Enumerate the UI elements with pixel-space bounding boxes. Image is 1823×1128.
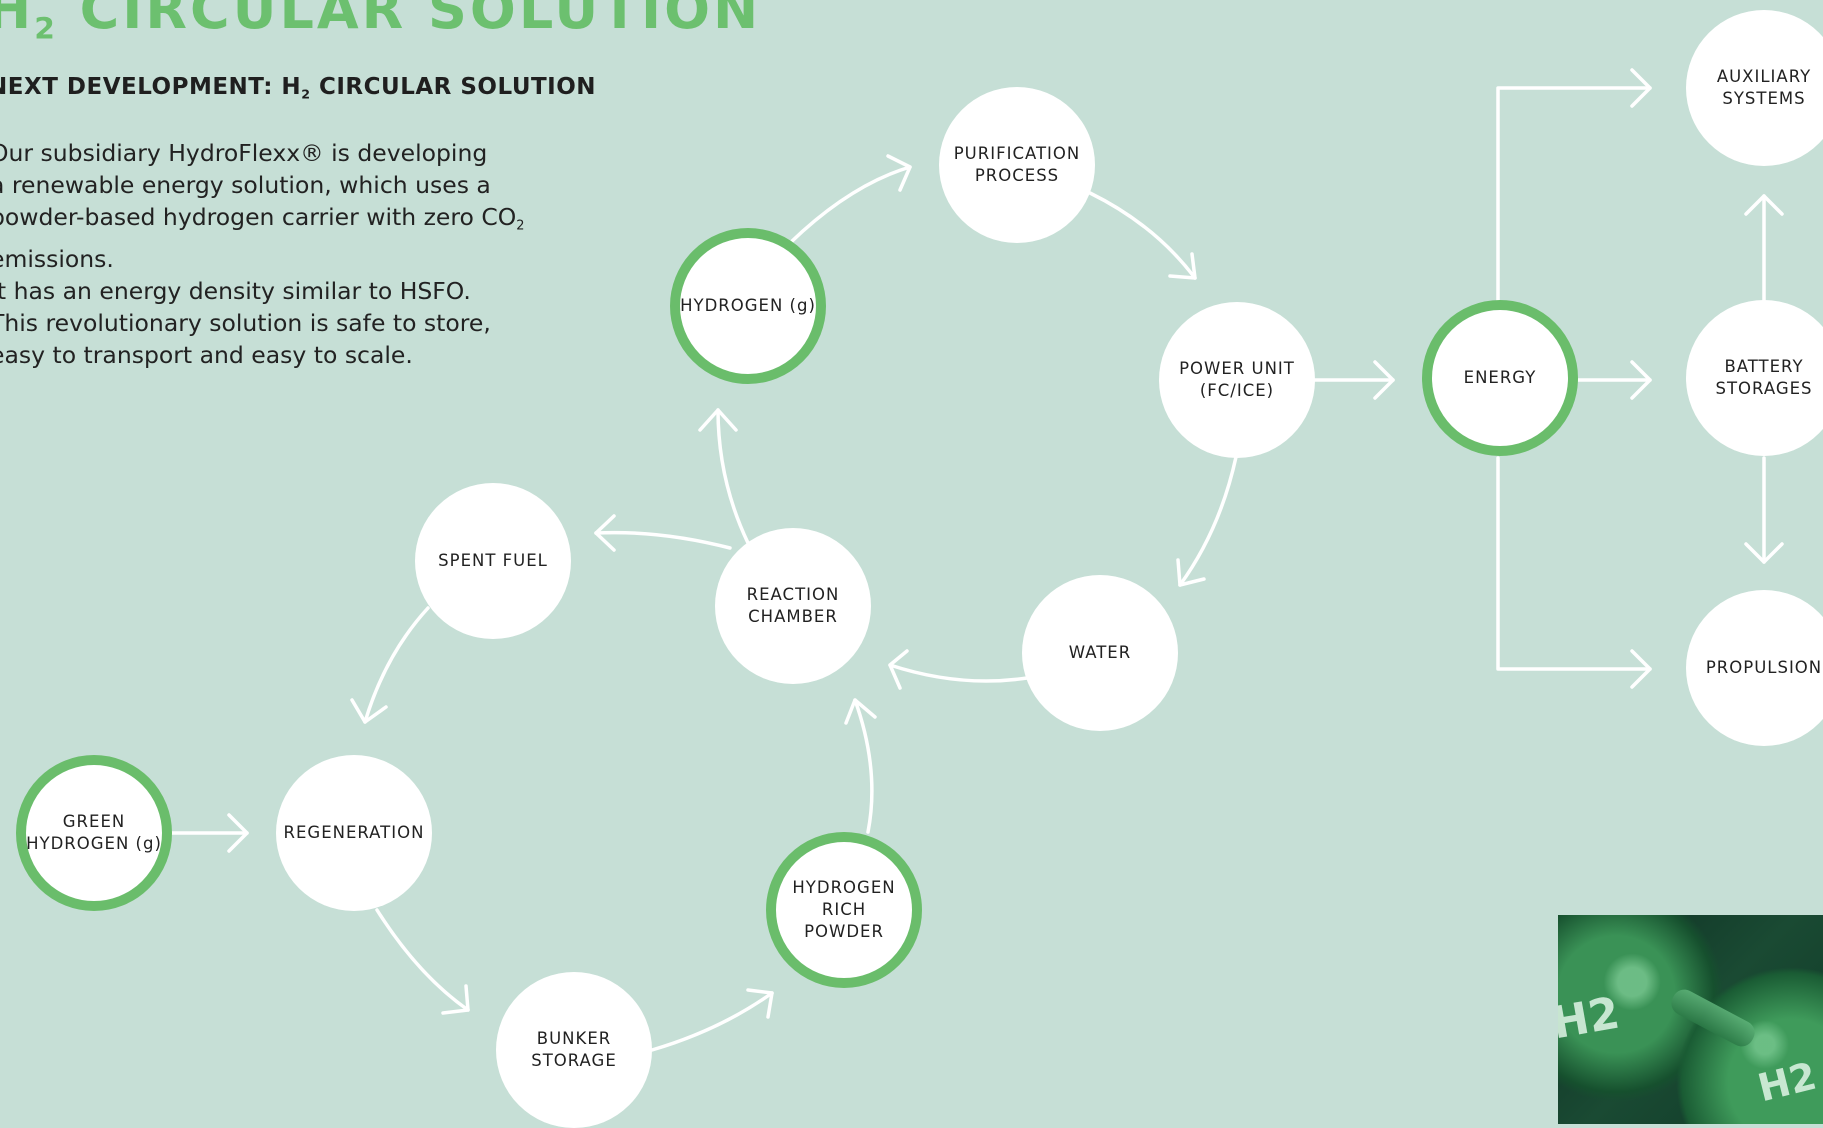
arrowhead xyxy=(1373,360,1395,400)
subtitle-pre: NEXT DEVELOPMENT: H xyxy=(0,74,302,100)
photo-h2-label: H2 xyxy=(1753,1053,1821,1111)
node-reaction-chamber: REACTION CHAMBER xyxy=(715,528,871,684)
arrow-spent-fuel-to-regeneration xyxy=(363,606,430,724)
node-hydrogen-rich-powder: HYDROGEN RICH POWDER xyxy=(766,832,922,988)
arrowhead xyxy=(1630,649,1652,689)
node-propulsion: PROPULSION xyxy=(1686,590,1823,746)
node-battery-storages: BATTERY STORAGES xyxy=(1686,300,1823,456)
arrowhead xyxy=(227,813,249,853)
hydrogen-molecule-photo: H2 H2 xyxy=(1558,915,1823,1124)
node-bunker-storage: BUNKER STORAGE xyxy=(496,972,652,1128)
title-post: CIRCULAR SOLUTION xyxy=(57,0,762,41)
description-text: Our subsidiary HydroFlexx® is developing… xyxy=(0,137,550,371)
co2-subscript: 2 xyxy=(516,218,525,234)
section-subtitle: NEXT DEVELOPMENT: H2 CIRCULAR SOLUTION xyxy=(0,74,596,101)
node-green-hydrogen: GREEN HYDROGEN (g) xyxy=(16,755,172,911)
description-line: Our subsidiary HydroFlexx® is developing xyxy=(0,139,488,167)
arrowhead xyxy=(1168,252,1197,280)
arrowhead xyxy=(350,698,388,724)
arrowhead xyxy=(698,408,738,432)
arrow-purification-to-power-unit xyxy=(1088,191,1197,280)
title-subscript: 2 xyxy=(34,11,58,47)
description-line: easy to transport and easy to scale. xyxy=(0,340,413,369)
arrowhead xyxy=(1744,194,1784,216)
title-pre: H xyxy=(0,0,35,41)
subtitle-post: CIRCULAR SOLUTION xyxy=(310,74,597,100)
node-water: WATER xyxy=(1022,575,1178,731)
photo-tube xyxy=(1667,985,1759,1051)
node-regeneration: REGENERATION xyxy=(276,755,432,911)
subtitle-subscript: 2 xyxy=(301,86,311,102)
arrow-reaction-to-hydrogen xyxy=(716,408,750,545)
arrowhead xyxy=(746,988,774,1019)
description-line: This revolutionary solution is safe to s… xyxy=(0,308,491,337)
node-hydrogen-gas: HYDROGEN (g) xyxy=(670,228,826,384)
arrow-bunker-to-powder xyxy=(650,991,774,1052)
node-power-unit: POWER UNIT (FC/ICE) xyxy=(1159,302,1315,458)
description-line: It has an energy density similar to HSFO… xyxy=(0,276,471,305)
description-line: powder-based hydrogen carrier with zero … xyxy=(0,201,550,243)
page-title: H2 CIRCULAR SOLUTION xyxy=(0,0,761,46)
arrow-power-unit-to-water xyxy=(1178,455,1238,587)
arrowhead xyxy=(594,514,616,552)
node-purification-process: PURIFICATION PROCESS xyxy=(939,87,1095,243)
arrowhead xyxy=(1630,360,1652,400)
node-auxiliary-systems: AUXILIARY SYSTEMS xyxy=(1686,10,1823,166)
arrow-regeneration-to-bunker xyxy=(375,908,470,1012)
arrowhead xyxy=(888,649,909,690)
arrow-water-to-reaction xyxy=(888,663,1029,683)
arrow-hydrogen-to-purification xyxy=(788,165,912,245)
arrow-energy-to-propulsion xyxy=(1496,456,1652,671)
description-line: emissions. xyxy=(0,244,114,273)
arrowhead xyxy=(441,984,470,1015)
arrow-energy-to-auxiliary xyxy=(1496,86,1652,304)
description-line-text: powder-based hydrogen carrier with zero … xyxy=(0,203,517,231)
arrowhead xyxy=(886,154,912,192)
node-energy: ENERGY xyxy=(1422,300,1578,456)
arrowhead xyxy=(844,698,877,725)
arrowhead xyxy=(1630,68,1652,108)
arrow-powder-to-reaction xyxy=(853,698,874,834)
arrow-reaction-to-spent-fuel xyxy=(594,530,732,550)
photo-h2-label: H2 xyxy=(1558,987,1624,1050)
arrowhead xyxy=(1744,542,1784,564)
description-line: a renewable energy solution, which uses … xyxy=(0,171,491,199)
node-spent-fuel: SPENT FUEL xyxy=(415,483,571,639)
arrowhead xyxy=(1176,558,1206,587)
